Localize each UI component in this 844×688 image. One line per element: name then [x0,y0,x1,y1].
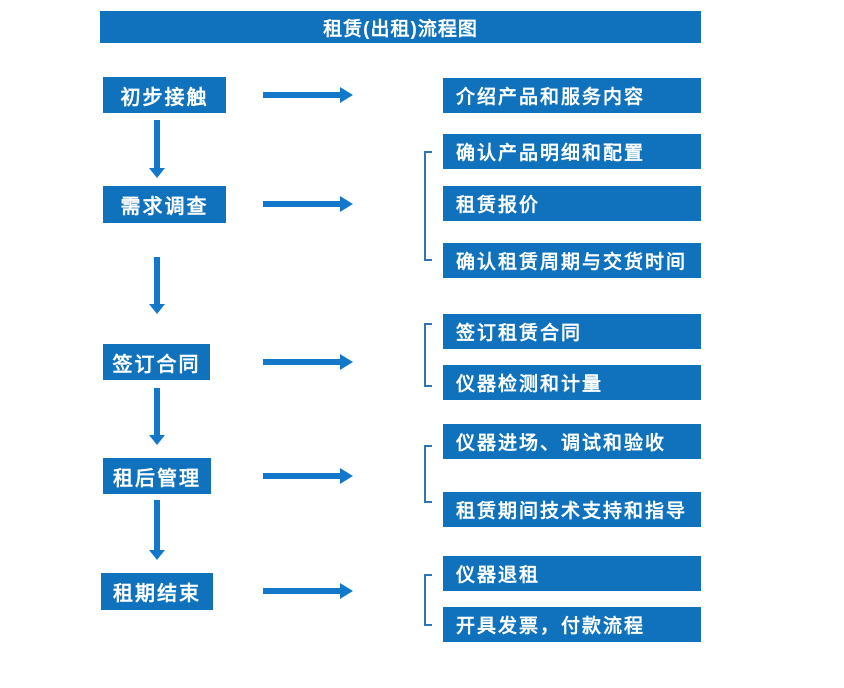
arrow-shaft [154,120,160,168]
down-arrow-step3-to-step4 [149,388,165,445]
detail-box-tech-support: 租赁期间技术支持和指导 [443,492,701,527]
arrow-shaft [263,588,340,594]
arrow-shaft [263,359,340,365]
arrow-head-icon [149,304,165,314]
arrow-shaft [263,473,340,479]
right-arrow-post-rental-management [263,468,353,484]
step-box-initial-contact: 初步接触 [103,77,226,113]
detail-box-rental-quote: 租赁报价 [443,186,701,221]
detail-box-confirm-product-config: 确认产品明细和配置 [443,134,701,169]
step-box-post-rental-management: 租后管理 [103,458,211,494]
step-box-sign-contract: 签订合同 [103,344,210,380]
detail-box-instrument-testing: 仪器检测和计量 [443,365,701,400]
arrow-shaft [154,500,160,550]
down-arrow-step1-to-step2 [149,120,165,178]
detail-box-introduce-products: 介绍产品和服务内容 [443,78,701,113]
arrow-head-icon [149,435,165,445]
arrow-head-icon [340,196,353,212]
group-bracket-post-rental-management [424,445,432,503]
arrow-head-icon [340,354,353,370]
detail-box-confirm-period-delivery: 确认租赁周期与交货时间 [443,243,701,278]
step-box-demand-survey: 需求调查 [103,186,226,223]
right-arrow-initial-contact [263,87,353,103]
arrow-head-icon [149,168,165,178]
arrow-shaft [154,257,160,304]
group-bracket-demand-survey [424,151,432,261]
arrow-head-icon [340,87,353,103]
group-bracket-rental-end [424,574,432,626]
detail-box-sign-rental-contract: 签订租赁合同 [443,314,701,349]
arrow-shaft [263,92,340,98]
step-box-rental-end: 租期结束 [101,573,213,610]
detail-box-invoice-payment: 开具发票，付款流程 [443,607,701,642]
right-arrow-sign-contract [263,354,353,370]
down-arrow-step4-to-step5 [149,500,165,560]
group-bracket-sign-contract [424,323,432,387]
arrow-shaft [154,388,160,435]
flowchart-title-banner: 租赁(出租)流程图 [100,11,701,43]
detail-box-instrument-return: 仪器退租 [443,556,701,591]
arrow-shaft [263,201,340,207]
detail-box-instrument-entry-acceptance: 仪器进场、调试和验收 [443,424,701,459]
right-arrow-rental-end [263,583,353,599]
right-arrow-demand-survey [263,196,353,212]
down-arrow-step2-to-step3 [149,257,165,314]
flowchart-title: 租赁(出租)流程图 [323,18,478,40]
arrow-head-icon [340,468,353,484]
arrow-head-icon [149,550,165,560]
arrow-head-icon [340,583,353,599]
